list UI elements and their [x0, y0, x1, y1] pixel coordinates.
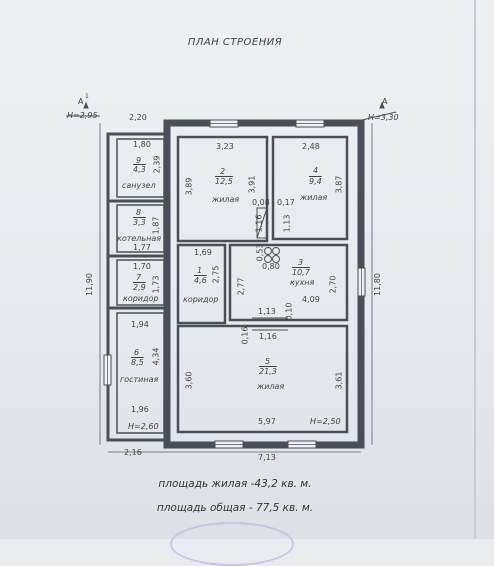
section-mark-right-letter: A: [382, 97, 388, 106]
stamp-seal: [170, 522, 294, 566]
room-7-number: 7: [136, 273, 142, 282]
stove-burner-icon: [264, 255, 272, 263]
room-8-area: 3,3: [133, 218, 146, 227]
room-1-height: 2,75: [211, 265, 221, 284]
room-2-name: жилая: [212, 195, 240, 204]
room-5-area: 21,3: [259, 367, 277, 376]
room-7-area: 2,9: [133, 283, 146, 292]
room-8-height: 1,87: [151, 216, 161, 235]
floor-plan: [66, 101, 397, 453]
dim-bottom-left: 2,16: [124, 448, 142, 457]
section-mark-left-letter: A: [78, 97, 84, 106]
room-6-number: 6: [134, 348, 140, 357]
room-4-walls: [271, 135, 349, 241]
room-5-name: жилая: [257, 382, 285, 391]
room-4-door: 1,13: [282, 214, 292, 233]
room-8-number: 8: [136, 208, 142, 217]
stove-burner-icon: [272, 255, 280, 263]
room-6-area: 8,5: [131, 358, 144, 367]
room-3-height-right: 2,70: [328, 275, 338, 294]
room-3-width-top: 0,80: [262, 262, 280, 271]
room-1-walls: [176, 243, 227, 325]
room-2-small: 0,08: [252, 198, 270, 207]
stove-burner-icon: [264, 247, 272, 255]
room-9-name: санузел: [122, 181, 156, 190]
dim-top-left: 2,20: [129, 113, 147, 122]
room-3-walls: [228, 243, 349, 322]
stair-symbol: [256, 207, 268, 239]
room-5-height-right: 3,61: [334, 371, 344, 390]
room-5-niche-bottom: 1,16: [259, 332, 277, 341]
room-6-height: 4,34: [151, 347, 161, 366]
room-2-width: 3,23: [216, 142, 234, 151]
room-4-small: 0,17: [277, 198, 295, 207]
room-6-ceiling: H=2,60: [128, 422, 159, 431]
section-line-right: [361, 111, 397, 121]
room-1-width: 1,69: [194, 248, 212, 257]
room-5-width: 5,97: [258, 417, 276, 426]
room-1-name: коридор: [183, 295, 219, 304]
room-1-area: 4,6: [194, 276, 207, 285]
room-9-number: 9: [136, 156, 142, 165]
section-mark-left-height: H=2,95: [67, 111, 98, 120]
room-9-height: 2,39: [152, 155, 162, 174]
room-5-ceiling: H=2,50: [310, 417, 341, 426]
overall-area-total: площадь общая - 77,5 кв. м.: [156, 502, 314, 514]
room-4-width: 2,48: [302, 142, 320, 151]
room-2-number: 2: [220, 167, 226, 176]
living-area-total: площадь жилая -43,2 кв. м.: [158, 478, 312, 490]
room-9-area: 4,3: [133, 165, 146, 174]
section-arrow-right-icon: [379, 101, 385, 109]
room-6-width-bottom: 1,96: [131, 405, 149, 414]
room-4-height: 3,87: [334, 175, 344, 194]
room-5-niche-top: 1,13: [258, 307, 276, 316]
stove-burner-icon: [272, 247, 280, 255]
plan-title: ПЛАН СТРОЕНИЯ: [187, 37, 283, 48]
room-3-area: 10,7: [292, 268, 310, 277]
annex-outer-wall: [106, 132, 170, 442]
room-7-height: 1,73: [151, 275, 161, 294]
room-7-name: коридор: [123, 294, 159, 303]
room-8-width: 1,77: [133, 243, 151, 252]
room-3-small: 0,53: [255, 243, 265, 262]
room-5-small-b: 0,10: [284, 302, 294, 321]
room-2-door: 1,16: [254, 214, 264, 233]
page-edge: [474, 0, 476, 539]
room-7-walls: [116, 259, 165, 306]
room-2-height-left: 3,89: [184, 177, 194, 196]
room-5-walls: [176, 324, 349, 434]
room-2-walls: [176, 135, 269, 243]
room-7-width: 1,70: [133, 262, 151, 271]
section-mark-left-index: 1: [85, 93, 89, 100]
section-mark-right-height: H=3,30: [368, 113, 399, 122]
room-6-walls: [116, 312, 165, 434]
dim-bottom-right: 7,13: [258, 453, 276, 462]
room-3-height-left: 2,77: [236, 277, 246, 296]
room-1-number: 1: [197, 266, 203, 275]
room-3-number: 3: [298, 258, 304, 267]
room-4-name: жилая: [300, 193, 328, 202]
dim-left-total: 11,90: [84, 273, 94, 296]
dim-right-total: 11,80: [372, 273, 382, 296]
room-9-width: 1,80: [133, 140, 151, 149]
room-8-name: котельная: [117, 234, 162, 243]
room-2-area: 12,5: [215, 177, 233, 186]
room-5-number: 5: [265, 357, 271, 366]
room-4-number: 4: [313, 166, 319, 175]
room-6-width: 1,94: [131, 320, 149, 329]
room-3-width-bottom: 4,09: [302, 295, 320, 304]
document-sheet: [0, 0, 494, 539]
room-3-name: кухня: [290, 278, 315, 287]
room-5-small-a: 0,16: [240, 326, 250, 345]
room-2-height-right: 3,91: [247, 175, 257, 194]
room-6-name: гостиная: [120, 375, 159, 384]
section-arrow-left-icon: [83, 101, 89, 109]
room-5-height-left: 3,60: [184, 371, 194, 390]
room-8-walls: [116, 204, 165, 253]
room-9-walls: [116, 138, 165, 198]
room-4-area: 9,4: [309, 177, 322, 186]
